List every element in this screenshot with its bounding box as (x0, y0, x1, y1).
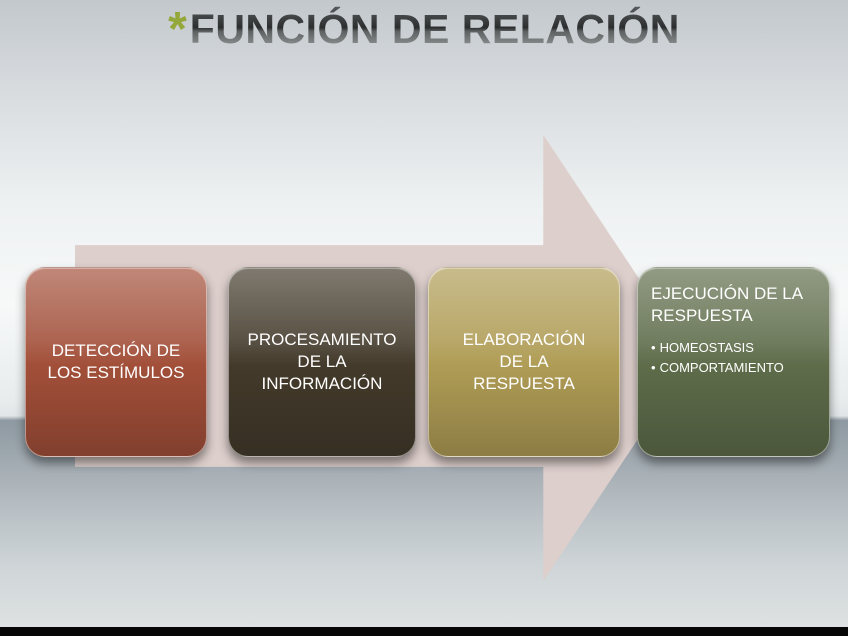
step-label-ejecucion: EJECUCIÓN DE LA RESPUESTA (651, 284, 803, 326)
bottom-black-bar (0, 627, 848, 636)
step-box-elaboracion: ELABORACIÓN DE LA RESPUESTA (428, 267, 620, 457)
step-content: PROCESAMIENTO DE LA INFORMACIÓN (229, 268, 415, 456)
slide-title-row: * FUNCIÓN DE RELACIÓN (0, 6, 848, 54)
step-content: DETECCIÓN DE LOS ESTÍMULOS (26, 268, 206, 456)
step-content: ELABORACIÓN DE LA RESPUESTA (429, 268, 619, 456)
step-box-deteccion: DETECCIÓN DE LOS ESTÍMULOS (25, 267, 207, 457)
bullet-text: HOMEOSTASIS (659, 340, 754, 356)
bullet-item-homeostasis: • HOMEOSTASIS (651, 338, 816, 358)
step-box-ejecucion: EJECUCIÓN DE LA RESPUESTA • HOMEOSTASIS … (637, 267, 830, 457)
step-label-elaboracion: ELABORACIÓN DE LA RESPUESTA (462, 329, 586, 394)
bullet-dot-icon: • (651, 360, 656, 376)
bullet-item-comportamiento: • COMPORTAMIENTO (651, 358, 816, 378)
step-label-procesamiento: PROCESAMIENTO DE LA INFORMACIÓN (247, 329, 397, 394)
step-label-deteccion: DETECCIÓN DE LOS ESTÍMULOS (47, 340, 185, 382)
asterisk-bullet-icon: * (168, 3, 187, 56)
page-title: FUNCIÓN DE RELACIÓN (189, 6, 680, 52)
step-box-procesamiento: PROCESAMIENTO DE LA INFORMACIÓN (228, 267, 416, 457)
bullet-dot-icon: • (651, 340, 656, 356)
ejecucion-bullet-list: • HOMEOSTASIS • COMPORTAMIENTO (651, 338, 816, 378)
bullet-text: COMPORTAMIENTO (659, 360, 784, 376)
